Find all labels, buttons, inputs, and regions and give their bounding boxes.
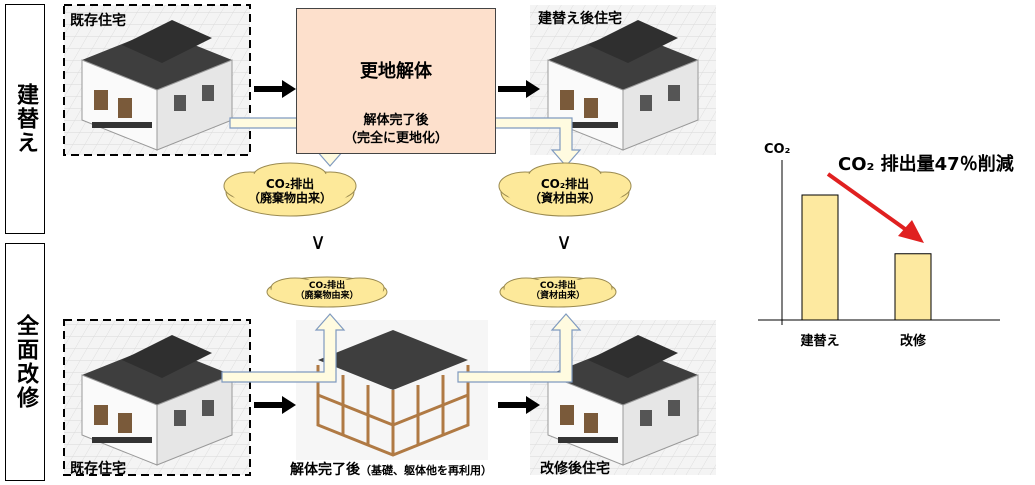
demolition-note-line1: 解体完了後 [297,109,495,128]
bottom-after-label: 改修後住宅 [540,458,610,478]
cloud-top-waste-line2: （廃棄物由来） [236,192,344,206]
demolition-title: 更地解体 [297,57,495,83]
tick-label-1: 改修 [873,330,953,349]
cloud-bottom-material-line1: CO₂排出 [513,281,603,291]
cloud-bottom-waste-line1: CO₂排出 [282,281,372,291]
cloud-top-waste-line1: CO₂排出 [236,178,344,192]
bottom-partial-label: 解体完了後（基礎、躯体他を再利用） [290,459,492,479]
bottom-partial-note: （基礎、躯体他を再利用） [360,464,492,477]
top-after-label: 建替え後住宅 [538,8,622,28]
cloud-top-waste: CO₂排出 （廃棄物由来） [236,178,344,206]
cloud-bottom-material-line2: （資材由来） [513,291,603,301]
cloud-bottom-waste: CO₂排出 （廃棄物由来） [282,281,372,302]
bar-0 [802,195,838,320]
top-existing-label: 既存住宅 [70,10,126,30]
co2-chart [758,160,1000,325]
cloud-bottom-material: CO₂排出 （資材由来） [513,281,603,302]
bottom-existing-label: 既存住宅 [70,458,126,478]
demolition-box: 更地解体 解体完了後 （完全に更地化） [296,8,496,154]
demolition-note-line2: （完全に更地化） [297,127,495,146]
bar-1 [895,254,931,320]
chart-ylabel: CO₂ [764,142,790,157]
cloud-top-material-line2: （資材由来） [511,192,619,206]
chart-annotation: CO₂ 排出量47％削減 [838,150,1014,176]
bottom-partial-main: 解体完了後 [290,462,360,478]
comparison-symbol-waste: ∨ [310,230,326,255]
cloud-top-material-line1: CO₂排出 [511,178,619,192]
tick-label-0: 建替え [780,330,860,349]
cloud-bottom-waste-line2: （廃棄物由来） [282,291,372,301]
comparison-symbol-material: ∨ [556,230,572,255]
cloud-top-material: CO₂排出 （資材由来） [511,178,619,206]
